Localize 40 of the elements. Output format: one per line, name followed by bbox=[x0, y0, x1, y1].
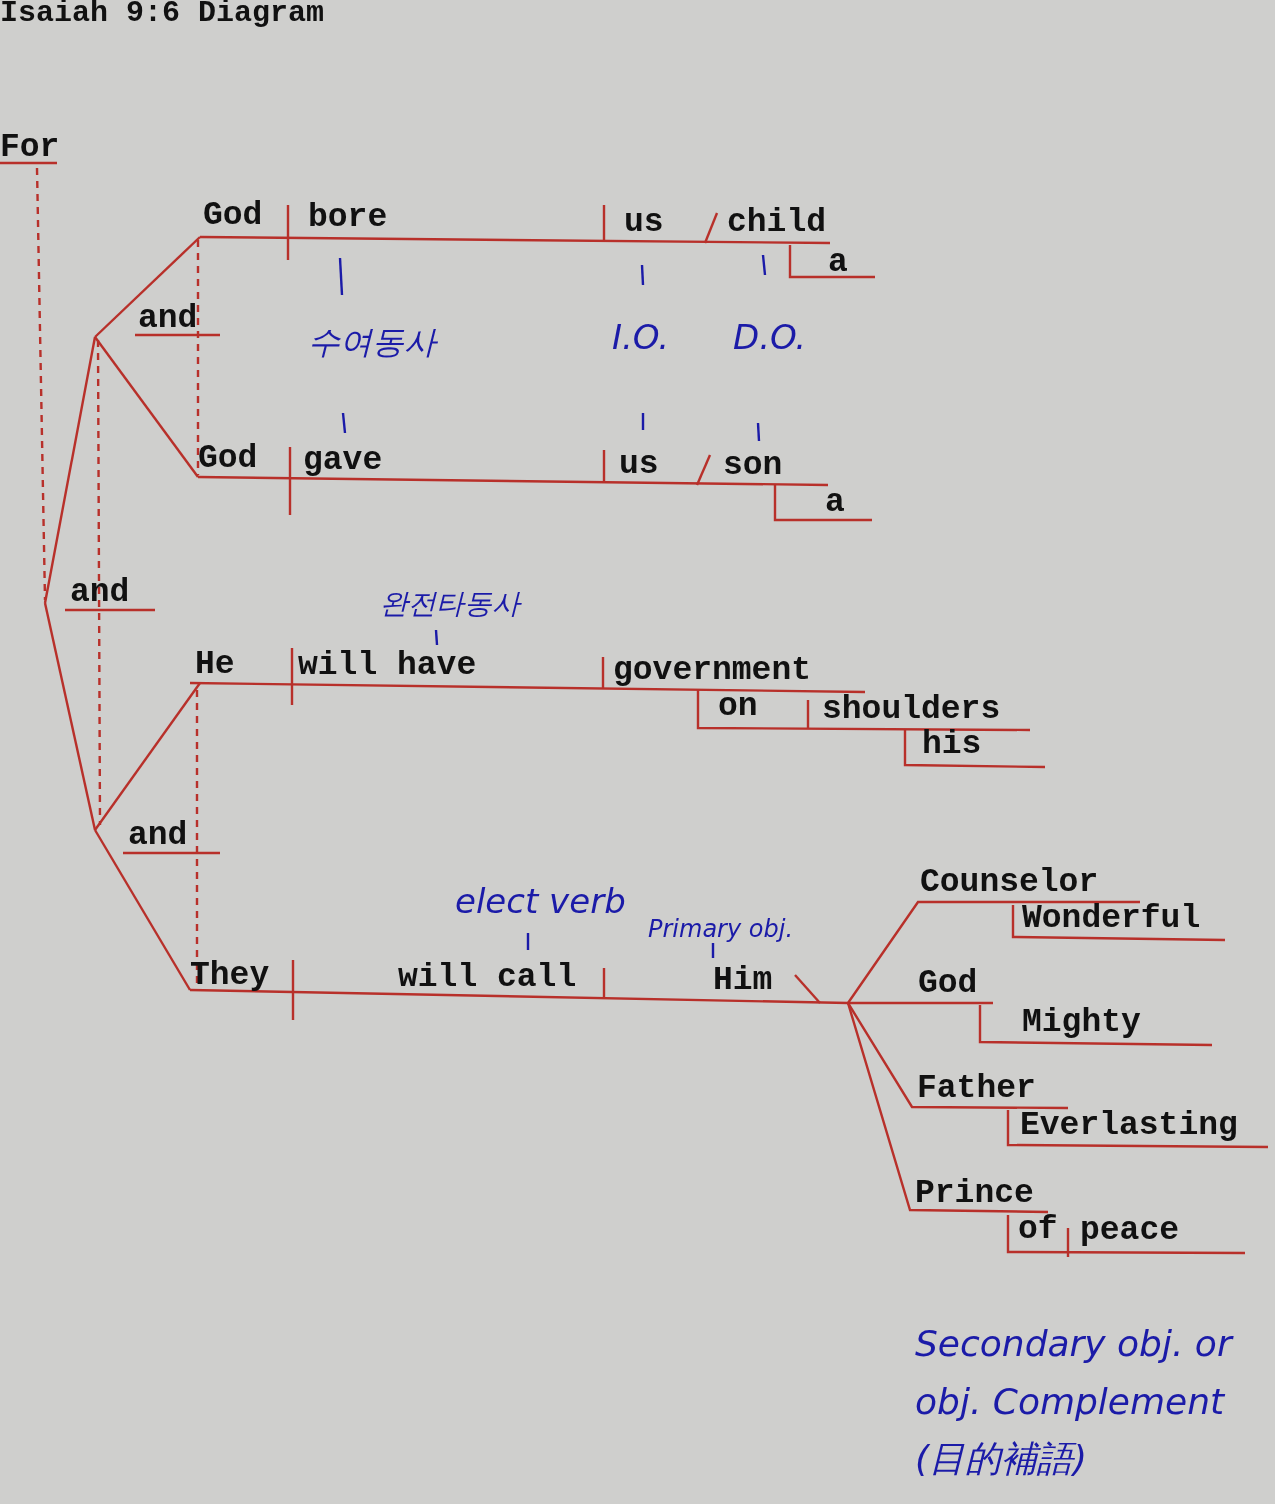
word-label: a bbox=[825, 486, 845, 520]
word-label: his bbox=[922, 728, 982, 762]
word-label: God bbox=[203, 199, 263, 233]
word-label: us bbox=[624, 206, 664, 240]
handwritten-note: Secondary obj. or obj. Complement (目的補語) bbox=[915, 1322, 1235, 1482]
word-label: bore bbox=[308, 201, 388, 235]
word-label: child bbox=[727, 206, 827, 240]
word-label: gave bbox=[303, 444, 383, 478]
word-label: He bbox=[195, 648, 235, 682]
diagram-title: Isaiah 9:6 Diagram bbox=[0, 0, 325, 30]
word-label: government bbox=[613, 654, 812, 688]
word-label: on bbox=[718, 690, 758, 724]
word-label: Father bbox=[917, 1072, 1036, 1106]
handwritten-note: 완전타동사 bbox=[380, 588, 520, 621]
word-label: son bbox=[723, 449, 783, 483]
word-label: God bbox=[198, 442, 258, 476]
word-label: us bbox=[619, 448, 659, 482]
handwritten-note: 수여동사 bbox=[308, 324, 436, 361]
word-label: Prince bbox=[915, 1177, 1034, 1211]
word-label: Mighty bbox=[1022, 1006, 1141, 1040]
word-label: and bbox=[138, 302, 198, 336]
word-label: For bbox=[0, 131, 60, 165]
handwritten-note: D.O. bbox=[733, 318, 807, 358]
word-label: shoulders bbox=[822, 693, 1001, 727]
word-label: of bbox=[1018, 1213, 1058, 1247]
word-label: They bbox=[190, 959, 270, 993]
word-label: a bbox=[828, 246, 848, 280]
word-label: and bbox=[70, 576, 130, 610]
word-label: will call bbox=[398, 961, 577, 995]
word-label: Everlasting bbox=[1020, 1109, 1238, 1143]
word-label: God bbox=[918, 967, 978, 1001]
word-label: Counselor bbox=[920, 866, 1099, 900]
word-label: Him bbox=[713, 964, 773, 998]
handwritten-note: Primary obj. bbox=[648, 916, 793, 944]
handwritten-note: I.O. bbox=[612, 318, 670, 358]
handwritten-note: elect verb bbox=[455, 882, 626, 922]
word-label: and bbox=[128, 819, 188, 853]
word-label: Wonderful bbox=[1022, 902, 1201, 936]
word-label: peace bbox=[1080, 1214, 1180, 1248]
word-label: will have bbox=[298, 649, 477, 683]
